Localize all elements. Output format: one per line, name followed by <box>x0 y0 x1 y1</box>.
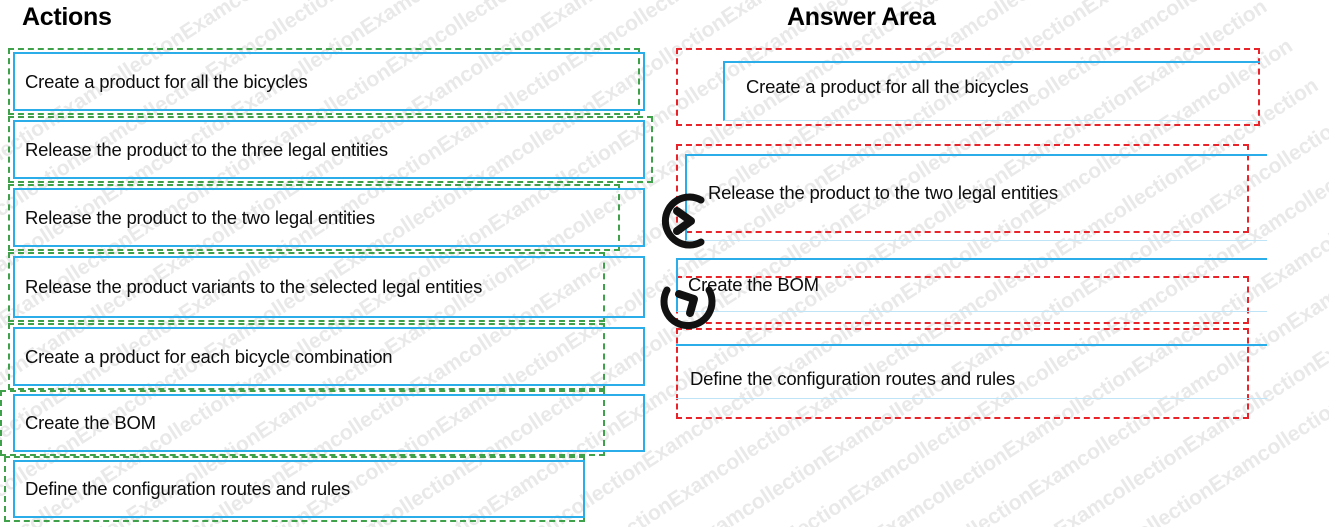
action-item[interactable]: Create a product for each bicycle combin… <box>0 323 665 390</box>
action-label: Release the product to the two legal ent… <box>25 206 375 228</box>
answer-label: Create a product for all the bicycles <box>746 76 1029 97</box>
action-label: Create the BOM <box>25 412 156 433</box>
answer-dashed-outline <box>676 144 1249 233</box>
action-solid-outline <box>13 327 645 386</box>
actions-column-title: Actions <box>22 3 112 31</box>
rotate-right-icon[interactable] <box>657 190 719 252</box>
answer-label: Define the configuration routes and rule… <box>690 368 1016 389</box>
action-label: Release the product to the three legal e… <box>25 138 388 160</box>
answer-dashed-outline <box>676 48 1260 126</box>
action-solid-outline <box>13 120 645 179</box>
answer-slot[interactable]: Define the configuration routes and rule… <box>676 328 1267 419</box>
action-solid-outline <box>13 256 645 318</box>
action-dashed-outline <box>0 390 605 456</box>
action-item[interactable]: Define the configuration routes and rule… <box>0 456 665 522</box>
action-item[interactable]: Release the product to the two legal ent… <box>0 184 665 251</box>
action-label: Create a product for all the bicycles <box>25 70 308 92</box>
action-dashed-outline <box>8 48 640 115</box>
action-solid-outline <box>13 52 645 111</box>
answer-label: Release the product to the two legal ent… <box>708 182 1058 203</box>
action-label: Define the configuration routes and rule… <box>25 478 351 499</box>
answer-dashed-outline <box>676 328 1249 419</box>
answer-card-outline <box>723 61 1260 121</box>
action-item[interactable]: Release the product to the three legal e… <box>0 116 665 183</box>
action-solid-outline <box>13 460 585 518</box>
action-dashed-outline <box>8 323 605 390</box>
answer-card-outline <box>676 344 1267 399</box>
answer-area-column: Create a product for all the bicycles Re… <box>660 0 1329 527</box>
action-dashed-outline <box>8 116 653 183</box>
answer-slot[interactable]: Release the product to the two legal ent… <box>676 144 1267 241</box>
rotate-down-icon[interactable] <box>657 272 719 334</box>
action-solid-outline <box>13 188 645 247</box>
action-solid-outline <box>13 394 645 452</box>
answer-slot[interactable]: Create a product for all the bicycles <box>676 48 1260 126</box>
answer-card-outline <box>676 258 1267 312</box>
actions-column: Create a product for all the bicycles Re… <box>0 48 665 522</box>
action-label: Create a product for each bicycle combin… <box>25 345 393 367</box>
action-dashed-outline <box>8 184 620 251</box>
action-label: Release the product variants to the sele… <box>25 276 483 297</box>
answer-slot[interactable]: Create the BOM <box>676 248 1267 324</box>
answer-label: Create the BOM <box>688 274 819 295</box>
action-dashed-outline <box>8 252 605 322</box>
action-item[interactable]: Create a product for all the bicycles <box>0 48 665 115</box>
action-item[interactable]: Release the product variants to the sele… <box>0 252 665 322</box>
answer-area-title: Answer Area <box>787 3 936 31</box>
action-item[interactable]: Create the BOM <box>0 390 665 456</box>
